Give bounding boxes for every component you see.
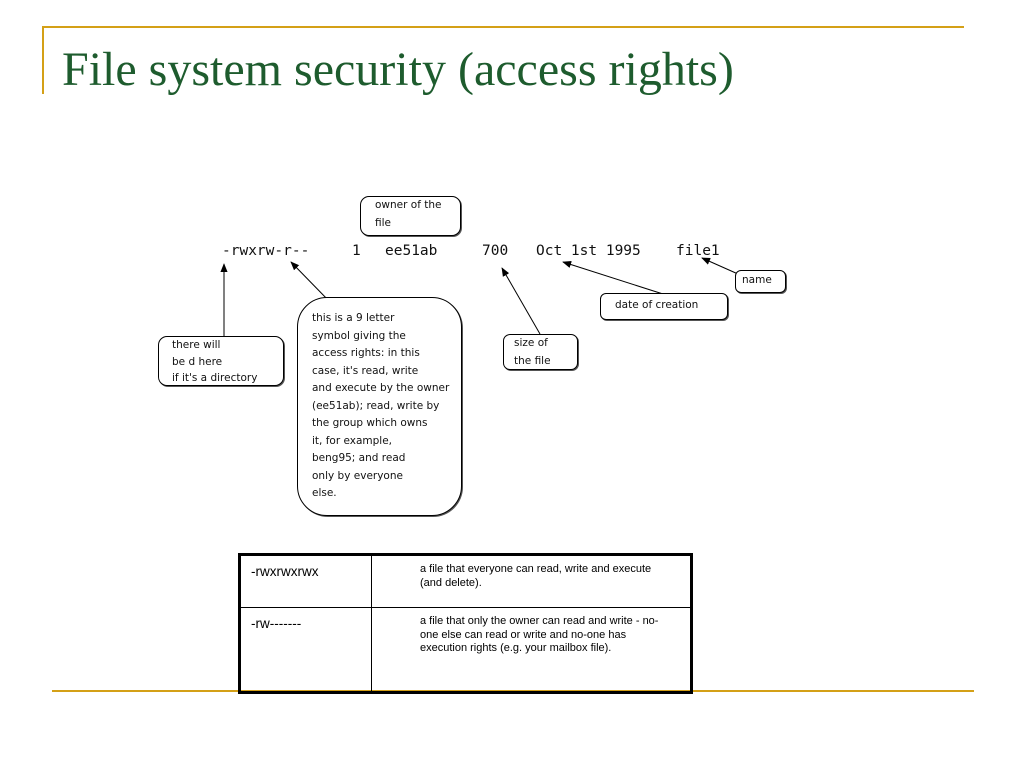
callout-owner: owner of the file <box>360 196 461 236</box>
listing-size: 700 <box>482 243 509 259</box>
table-row: -rwxrwxrwx a file that everyone can read… <box>239 554 692 608</box>
callout-size: size of the file <box>503 334 578 370</box>
arrow-date <box>562 261 664 295</box>
arrow-name <box>701 257 739 275</box>
callout-directory: there will be d here if it's a directory <box>158 336 284 386</box>
table-cell-code: -rwxrwxrwx <box>239 554 372 608</box>
table-cell-code: -rw------- <box>239 607 372 693</box>
callout-date: date of creation <box>600 293 728 320</box>
accent-rule-vertical <box>42 26 44 94</box>
accent-rule-top <box>42 26 964 28</box>
listing-date: Oct 1st 1995 <box>536 243 641 259</box>
table-cell-description: a file that only the owner can read and … <box>371 607 692 693</box>
permission-examples-table: -rwxrwxrwx a file that everyone can read… <box>238 553 693 694</box>
arrow-access <box>290 261 331 303</box>
table-row: -rw------- a file that only the owner ca… <box>239 607 692 693</box>
listing-permissions: -rwxrw-r-- <box>222 243 310 259</box>
listing-links: 1 <box>352 243 361 259</box>
slide-title: File system security (access rights) <box>62 43 734 96</box>
table-cell-description: a file that everyone can read, write and… <box>371 554 692 608</box>
listing-filename: file1 <box>676 243 720 259</box>
callout-access-rights: this is a 9 letter symbol giving the acc… <box>297 297 462 516</box>
arrow-size <box>501 267 541 335</box>
listing-owner: ee51ab <box>385 243 438 259</box>
callout-name: name <box>735 270 786 293</box>
